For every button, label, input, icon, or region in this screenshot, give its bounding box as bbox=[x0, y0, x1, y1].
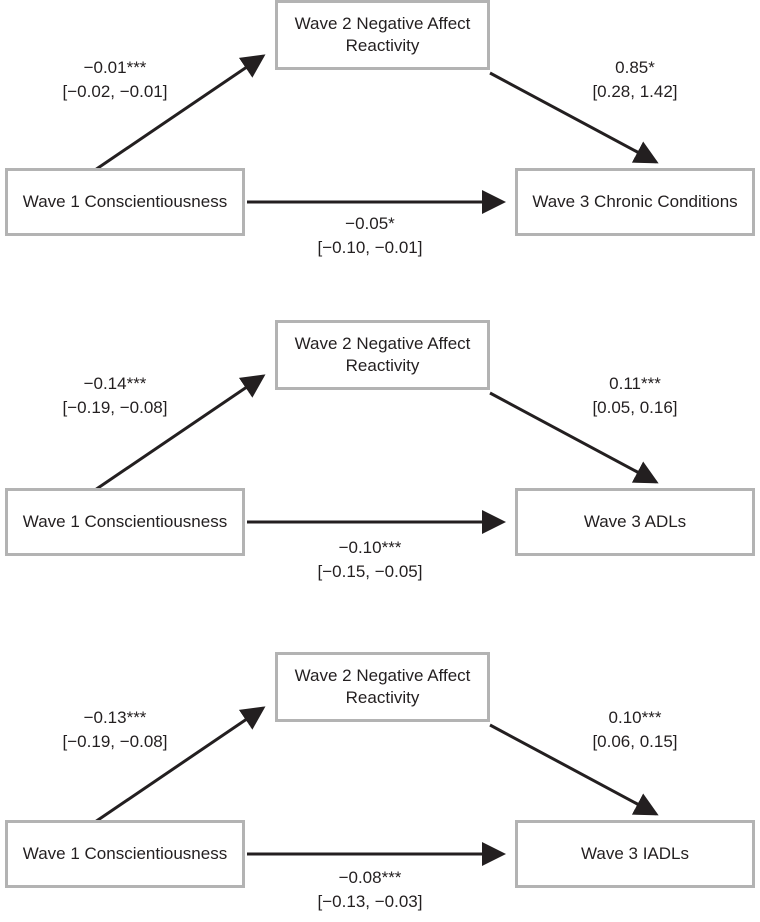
mediator-label-line1: Wave 2 Negative Affect bbox=[294, 334, 471, 353]
mediator-label-line2: Reactivity bbox=[345, 36, 420, 55]
path-c-label: −0.05* [−0.10, −0.01] bbox=[295, 212, 445, 260]
mediator-label-line2: Reactivity bbox=[345, 688, 420, 707]
path-b-ci: [0.28, 1.42] bbox=[592, 82, 678, 101]
arrow-path-b bbox=[489, 391, 659, 484]
path-b-label: 0.10*** [0.06, 0.15] bbox=[570, 706, 700, 754]
arrow-path-a bbox=[94, 706, 266, 824]
path-b-coef: 0.85* bbox=[615, 58, 655, 77]
path-c-coef: −0.10*** bbox=[338, 538, 402, 557]
predictor-label: Wave 1 Conscientiousness bbox=[22, 844, 228, 863]
path-c-coef: −0.05* bbox=[345, 214, 395, 233]
path-a-coef: −0.14*** bbox=[83, 374, 147, 393]
path-b-ci: [0.06, 0.15] bbox=[592, 732, 678, 751]
arrow-path-a bbox=[94, 374, 266, 492]
path-a-coef: −0.01*** bbox=[83, 58, 147, 77]
outcome-label: Wave 3 ADLs bbox=[583, 512, 687, 531]
mediator-label-line2: Reactivity bbox=[345, 356, 420, 375]
predictor-box: Wave 1 Conscientiousness bbox=[5, 488, 245, 556]
path-c-ci: [−0.10, −0.01] bbox=[317, 238, 423, 257]
path-a-label: −0.14*** [−0.19, −0.08] bbox=[40, 372, 190, 420]
path-b-coef: 0.10*** bbox=[608, 708, 662, 727]
path-c-coef: −0.08*** bbox=[338, 868, 402, 887]
mediator-label-line1: Wave 2 Negative Affect bbox=[294, 666, 471, 685]
mediation-panel-2: Wave 2 Negative Affect Reactivity Wave 1… bbox=[0, 320, 760, 590]
path-arrows bbox=[94, 374, 659, 534]
outcome-box: Wave 3 Chronic Conditions bbox=[515, 168, 755, 236]
mediation-panel-3: Wave 2 Negative Affect Reactivity Wave 1… bbox=[0, 652, 760, 922]
path-a-ci: [−0.19, −0.08] bbox=[62, 732, 168, 751]
path-a-ci: [−0.02, −0.01] bbox=[62, 82, 168, 101]
predictor-box: Wave 1 Conscientiousness bbox=[5, 168, 245, 236]
path-a-ci: [−0.19, −0.08] bbox=[62, 398, 168, 417]
outcome-label: Wave 3 IADLs bbox=[580, 844, 690, 863]
mediator-label-line1: Wave 2 Negative Affect bbox=[294, 14, 471, 33]
mediator-box: Wave 2 Negative Affect Reactivity bbox=[275, 652, 490, 722]
path-c-ci: [−0.13, −0.03] bbox=[317, 892, 423, 911]
path-a-coef: −0.13*** bbox=[83, 708, 147, 727]
mediation-panel-1: Wave 2 Negative Affect Reactivity Wave 1… bbox=[0, 0, 760, 270]
path-c-label: −0.08*** [−0.13, −0.03] bbox=[295, 866, 445, 914]
path-a-label: −0.01*** [−0.02, −0.01] bbox=[40, 56, 190, 104]
path-a-label: −0.13*** [−0.19, −0.08] bbox=[40, 706, 190, 754]
outcome-box: Wave 3 IADLs bbox=[515, 820, 755, 888]
path-arrows bbox=[94, 706, 659, 866]
outcome-box: Wave 3 ADLs bbox=[515, 488, 755, 556]
arrow-path-a bbox=[94, 54, 266, 172]
arrow-path-b bbox=[489, 723, 659, 816]
path-b-label: 0.11*** [0.05, 0.16] bbox=[570, 372, 700, 420]
path-b-label: 0.85* [0.28, 1.42] bbox=[570, 56, 700, 104]
path-c-ci: [−0.15, −0.05] bbox=[317, 562, 423, 581]
outcome-label: Wave 3 Chronic Conditions bbox=[532, 192, 738, 211]
mediator-box: Wave 2 Negative Affect Reactivity bbox=[275, 320, 490, 390]
predictor-box: Wave 1 Conscientiousness bbox=[5, 820, 245, 888]
arrow-path-b bbox=[489, 71, 659, 164]
path-arrows bbox=[94, 54, 659, 214]
mediator-box: Wave 2 Negative Affect Reactivity bbox=[275, 0, 490, 70]
path-b-ci: [0.05, 0.16] bbox=[592, 398, 678, 417]
predictor-label: Wave 1 Conscientiousness bbox=[22, 192, 228, 211]
predictor-label: Wave 1 Conscientiousness bbox=[22, 512, 228, 531]
path-b-coef: 0.11*** bbox=[609, 374, 661, 393]
path-c-label: −0.10*** [−0.15, −0.05] bbox=[295, 536, 445, 584]
